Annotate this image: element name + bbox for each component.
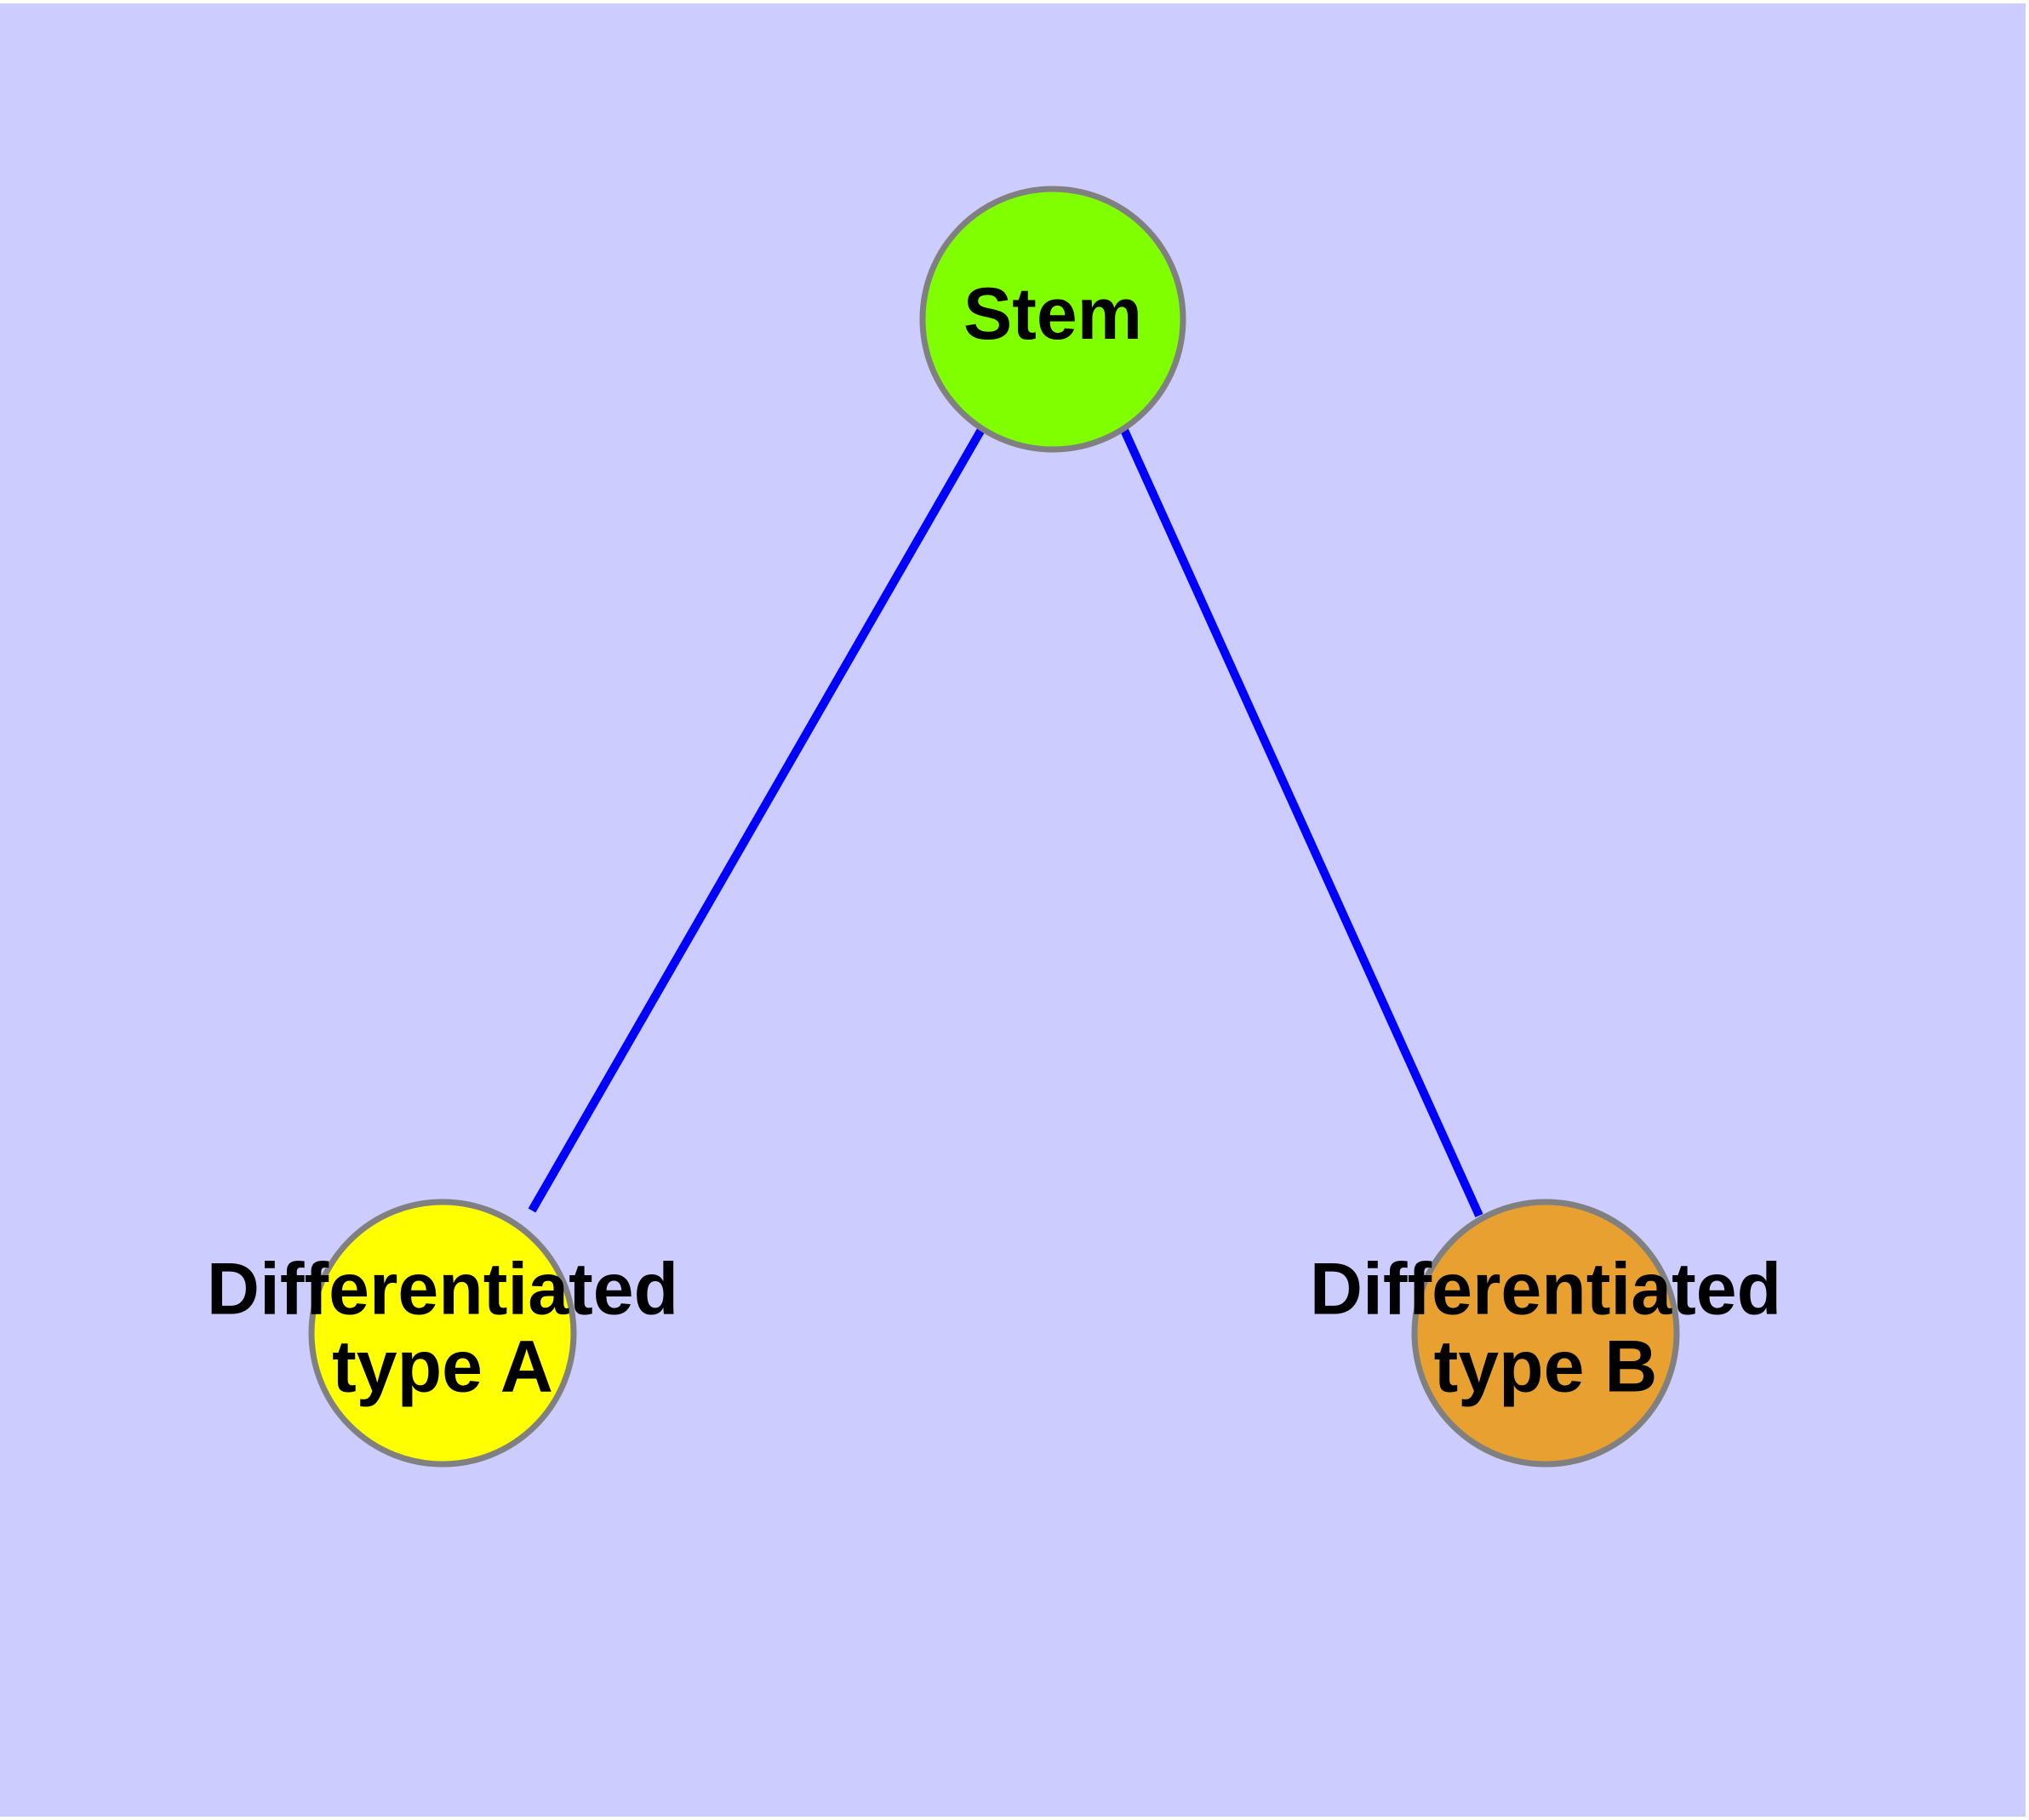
- node-circle-diff_a[interactable]: [308, 1199, 577, 1468]
- nodes-layer: [308, 186, 1680, 1468]
- node-diff_b[interactable]: [1411, 1199, 1680, 1468]
- node-label-stem: Stem: [963, 273, 1142, 355]
- node-circle-diff_b[interactable]: [1411, 1199, 1680, 1468]
- node-diff_a[interactable]: [308, 1199, 577, 1468]
- node-label-line: Differentiated: [1310, 1248, 1781, 1330]
- edge-stem-to-diff_a[interactable]: [528, 426, 986, 1213]
- node-label-line: type B: [1434, 1325, 1658, 1407]
- node-label-line: Stem: [963, 273, 1142, 355]
- edge-stem-to-diff_b[interactable]: [1119, 426, 1483, 1218]
- node-label-line: type A: [332, 1325, 553, 1407]
- node-label-line: Differentiated: [207, 1248, 678, 1330]
- node-circle-stem[interactable]: [919, 186, 1186, 453]
- edges-layer: [528, 426, 1483, 1218]
- node-stem[interactable]: [919, 186, 1186, 453]
